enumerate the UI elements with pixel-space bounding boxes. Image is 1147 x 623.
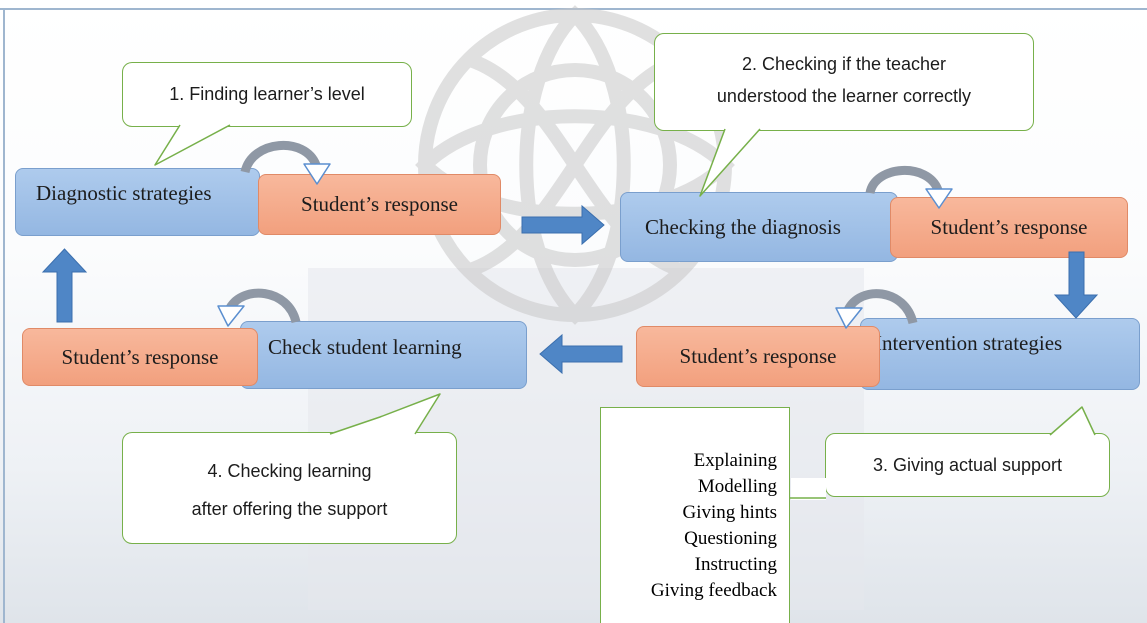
diagnostic-strategies-label: Diagnostic strategies — [36, 181, 212, 205]
student-response-label-1: Student’s response — [301, 192, 458, 216]
intervention-strategies-label: Intervention strategies — [875, 331, 1063, 355]
checking-diagnosis-node: Checking the diagnosis — [620, 192, 898, 262]
callout-giving-support: 3. Giving actual support — [825, 433, 1110, 497]
check-student-learning-node: Check student learning — [240, 321, 527, 389]
diagnostic-strategies-node: Diagnostic strategies — [15, 168, 260, 236]
support-item-explaining: Explaining — [693, 450, 777, 471]
callout-checking-learning: 4. Checking learning after offering the … — [122, 432, 457, 544]
support-item-modelling: Modelling — [697, 476, 777, 497]
checking-diagnosis-label: Checking the diagnosis — [645, 214, 841, 239]
support-item-giving-feedback: Giving feedback — [650, 580, 777, 601]
student-response-node-1: Student’s response — [258, 174, 501, 235]
callout-checking-understood-line1: 2. Checking if the teacher — [741, 54, 947, 74]
student-response-label-4: Student’s response — [61, 344, 219, 369]
student-response-node-3: Student’s response — [636, 326, 880, 387]
intervention-strategies-node: Intervention strategies — [860, 318, 1140, 390]
callout-finding-level-text: 1. Finding learner’s level — [169, 84, 365, 104]
callout-finding-level: 1. Finding learner’s level — [122, 62, 412, 127]
callout-checking-learning-line2: after offering the support — [191, 499, 388, 519]
callout-checking-understood: 2. Checking if the teacher understood th… — [654, 33, 1034, 131]
callout-checking-understood-line2: understood the learner correctly — [716, 86, 972, 106]
left-border — [3, 8, 5, 623]
student-response-label-2: Student’s response — [930, 215, 1088, 239]
student-response-label-3: Student’s response — [679, 344, 837, 368]
callout-checking-learning-line1: 4. Checking learning — [207, 461, 372, 481]
callout-giving-support-text: 3. Giving actual support — [872, 455, 1063, 475]
check-student-learning-label: Check student learning — [268, 335, 462, 359]
support-item-instructing: Instructing — [694, 554, 777, 575]
support-strategies-list: Explaining Modelling Giving hints Questi… — [600, 407, 790, 623]
student-response-node-4: Student’s response — [22, 328, 258, 386]
support-item-giving-hints: Giving hints — [682, 502, 777, 523]
support-item-questioning: Questioning — [684, 528, 777, 549]
student-response-node-2: Student’s response — [890, 197, 1128, 258]
